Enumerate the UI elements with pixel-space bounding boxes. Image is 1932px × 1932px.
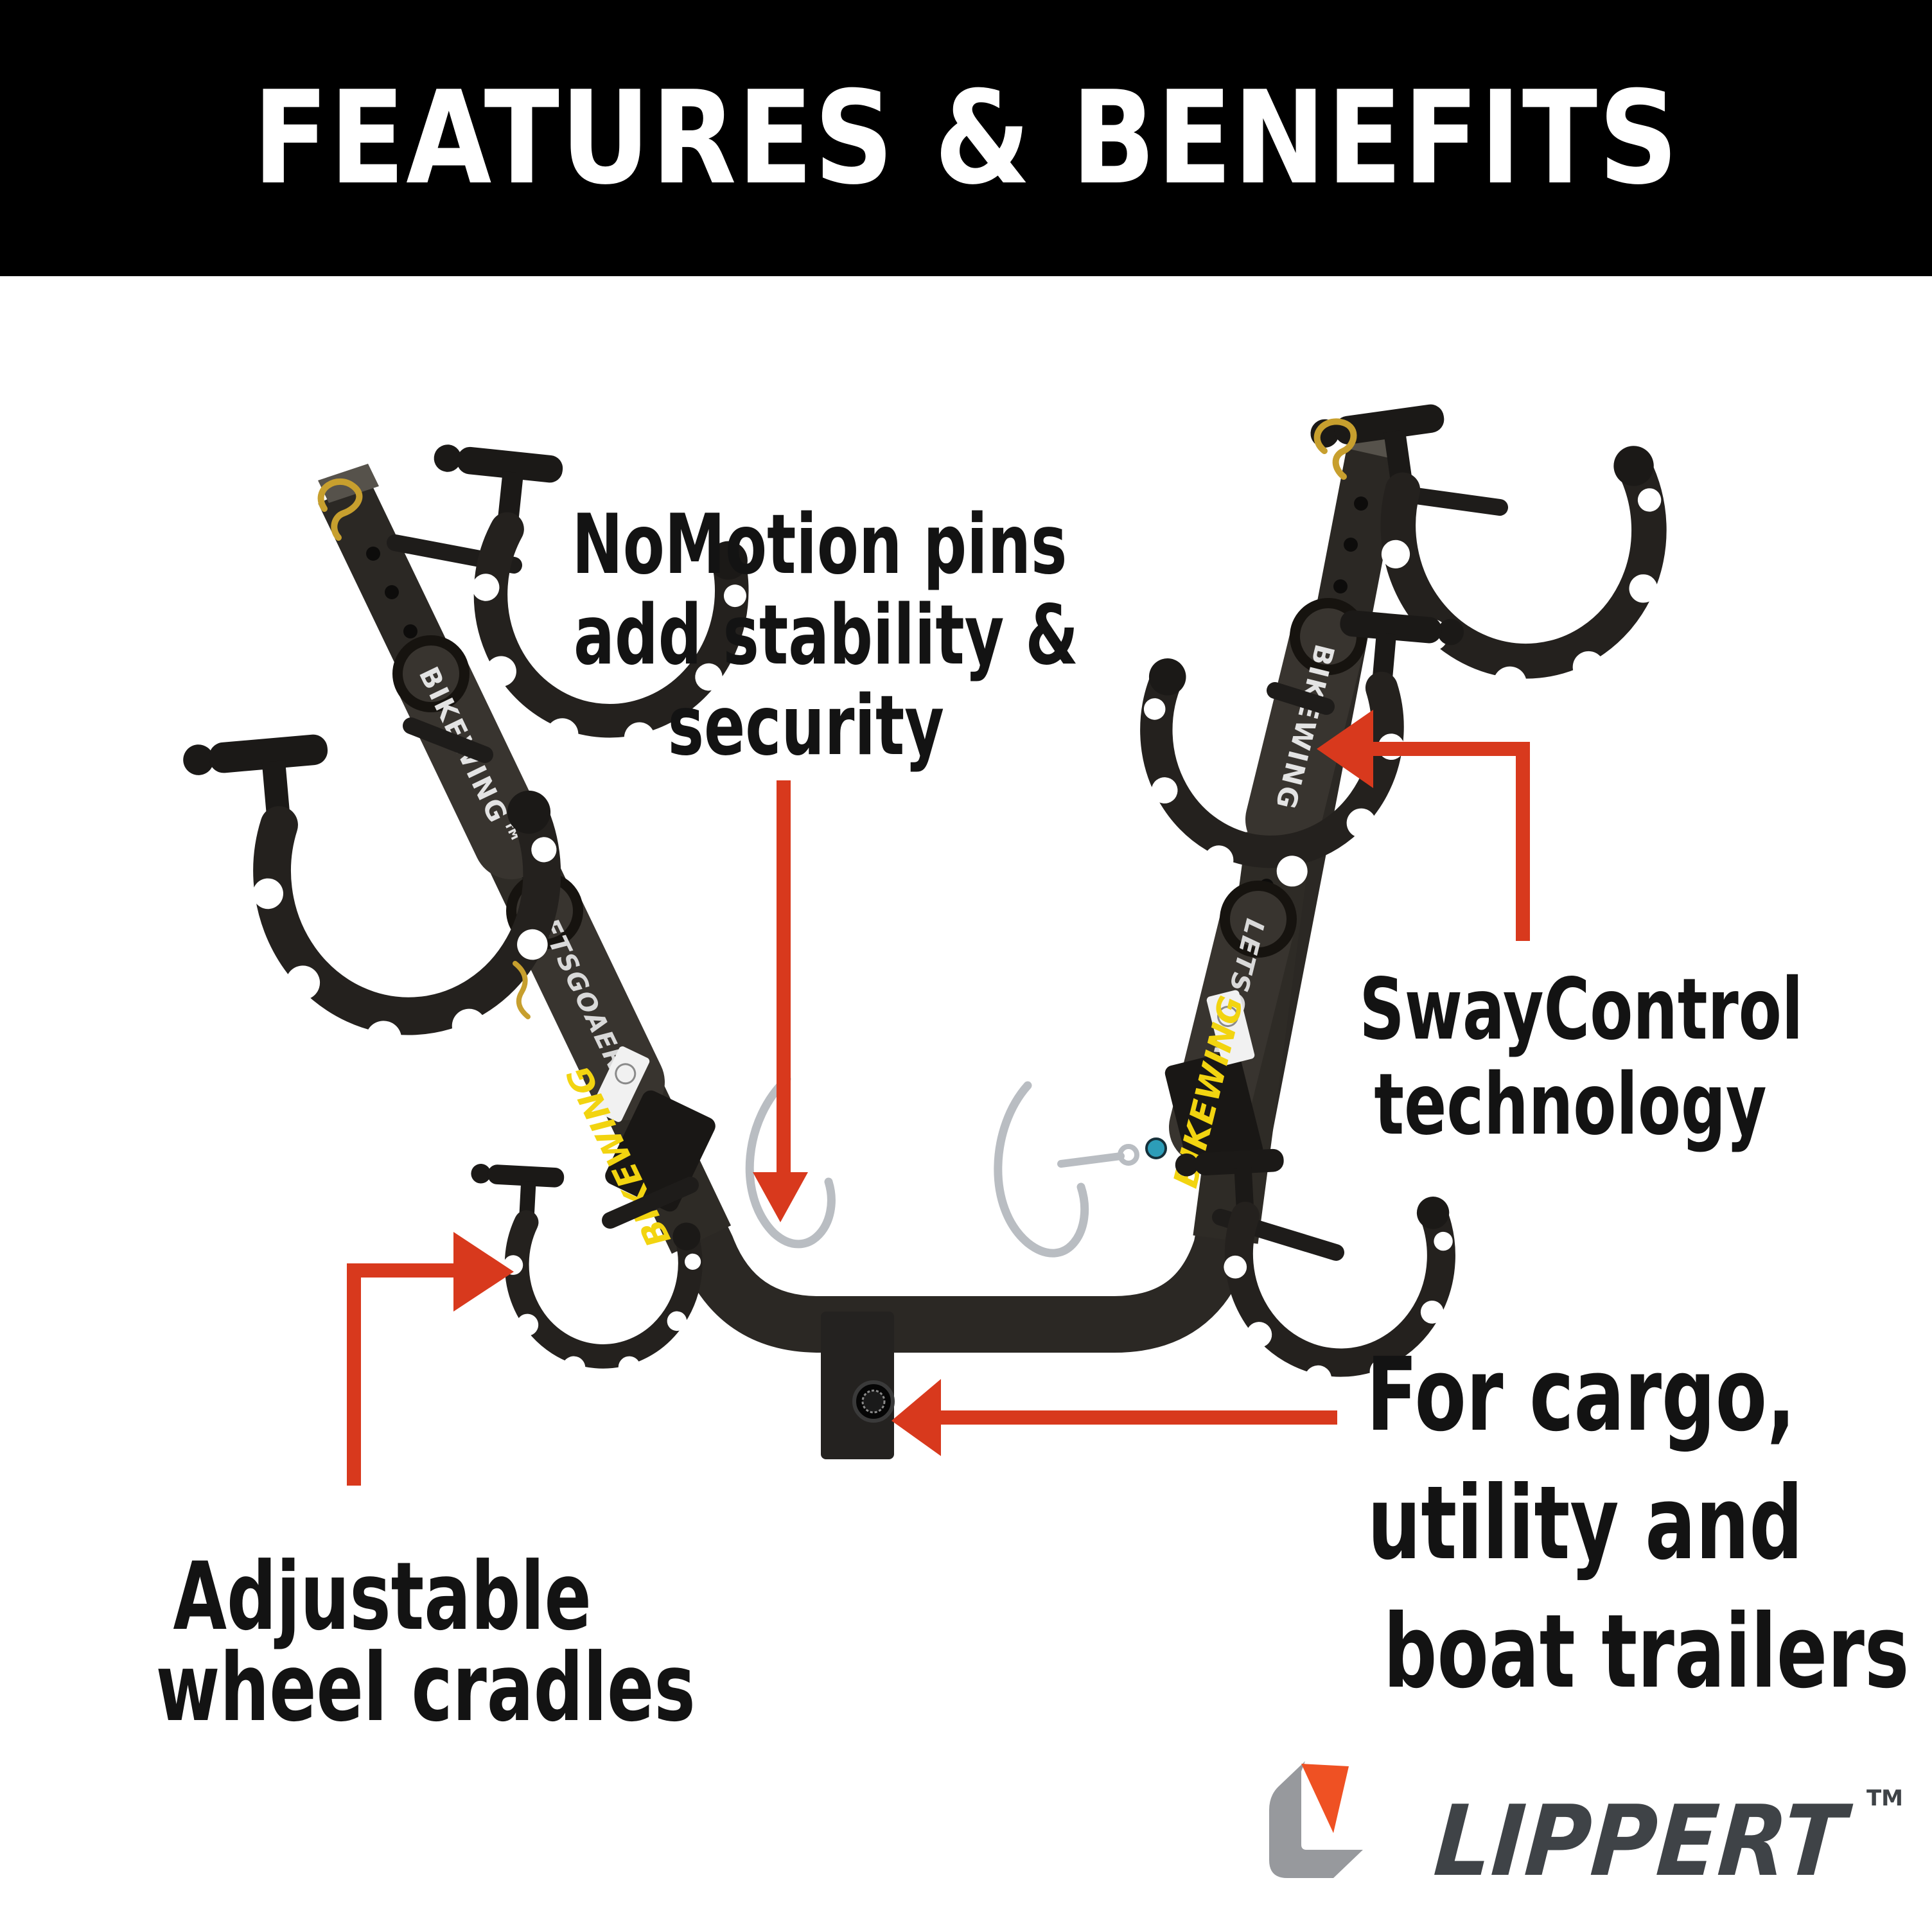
shank-thread-detail <box>861 1389 886 1414</box>
callout-line: add stability & <box>574 588 1078 683</box>
callout-line: For cargo, <box>1366 1336 1796 1454</box>
right-clamp-block <box>1164 1050 1263 1172</box>
callout-line: technology <box>1374 1055 1767 1154</box>
callout-line: NoMotion pins <box>572 497 1067 593</box>
teal-set-screw <box>1145 1137 1167 1159</box>
annotation-arrows <box>347 710 1530 1486</box>
arrow-left-elbow-icon <box>1317 710 1530 941</box>
trademark-symbol: TM <box>1866 1786 1903 1811</box>
lippert-wordmark: LIPPERT <box>1430 1784 1849 1898</box>
callout-line: Adjustable <box>173 1542 592 1651</box>
callout-nomotion-pins: NoMotion pins add stability & security <box>485 500 1127 771</box>
callout-cargo-trailers: For cargo, utility and boat trailers <box>1291 1331 1909 1716</box>
page-title: FEATURES & BENEFITS <box>252 63 1680 213</box>
rack-frame <box>318 431 1406 1353</box>
arrow-right-elbow-icon <box>347 1232 514 1486</box>
callout-swaycontrol: SwayControl technology <box>1281 962 1859 1152</box>
nomotion-pin-clips <box>317 418 1357 1019</box>
callout-line: SwayControl <box>1359 960 1804 1059</box>
foam-end-rings <box>392 598 1367 958</box>
callout-wheel-cradles: Adjustable wheel cradles <box>61 1542 703 1743</box>
callout-line: boat trailers <box>1383 1593 1910 1711</box>
left-spec-sticker <box>591 1046 650 1122</box>
header-banner: FEATURES & BENEFITS <box>0 0 1932 276</box>
callout-line: wheel cradles <box>155 1633 696 1743</box>
arrow-left-icon <box>891 1379 1337 1456</box>
silver-safety-clips <box>745 1075 1139 1258</box>
right-spec-sticker <box>1206 990 1255 1066</box>
callout-line: security <box>667 678 945 774</box>
lippert-logo: LIPPERT TM <box>1267 1759 1903 1898</box>
callout-line: utility and <box>1367 1464 1804 1583</box>
lippert-logo-icon <box>1269 1761 1363 1878</box>
arrow-down-icon <box>753 780 808 1222</box>
